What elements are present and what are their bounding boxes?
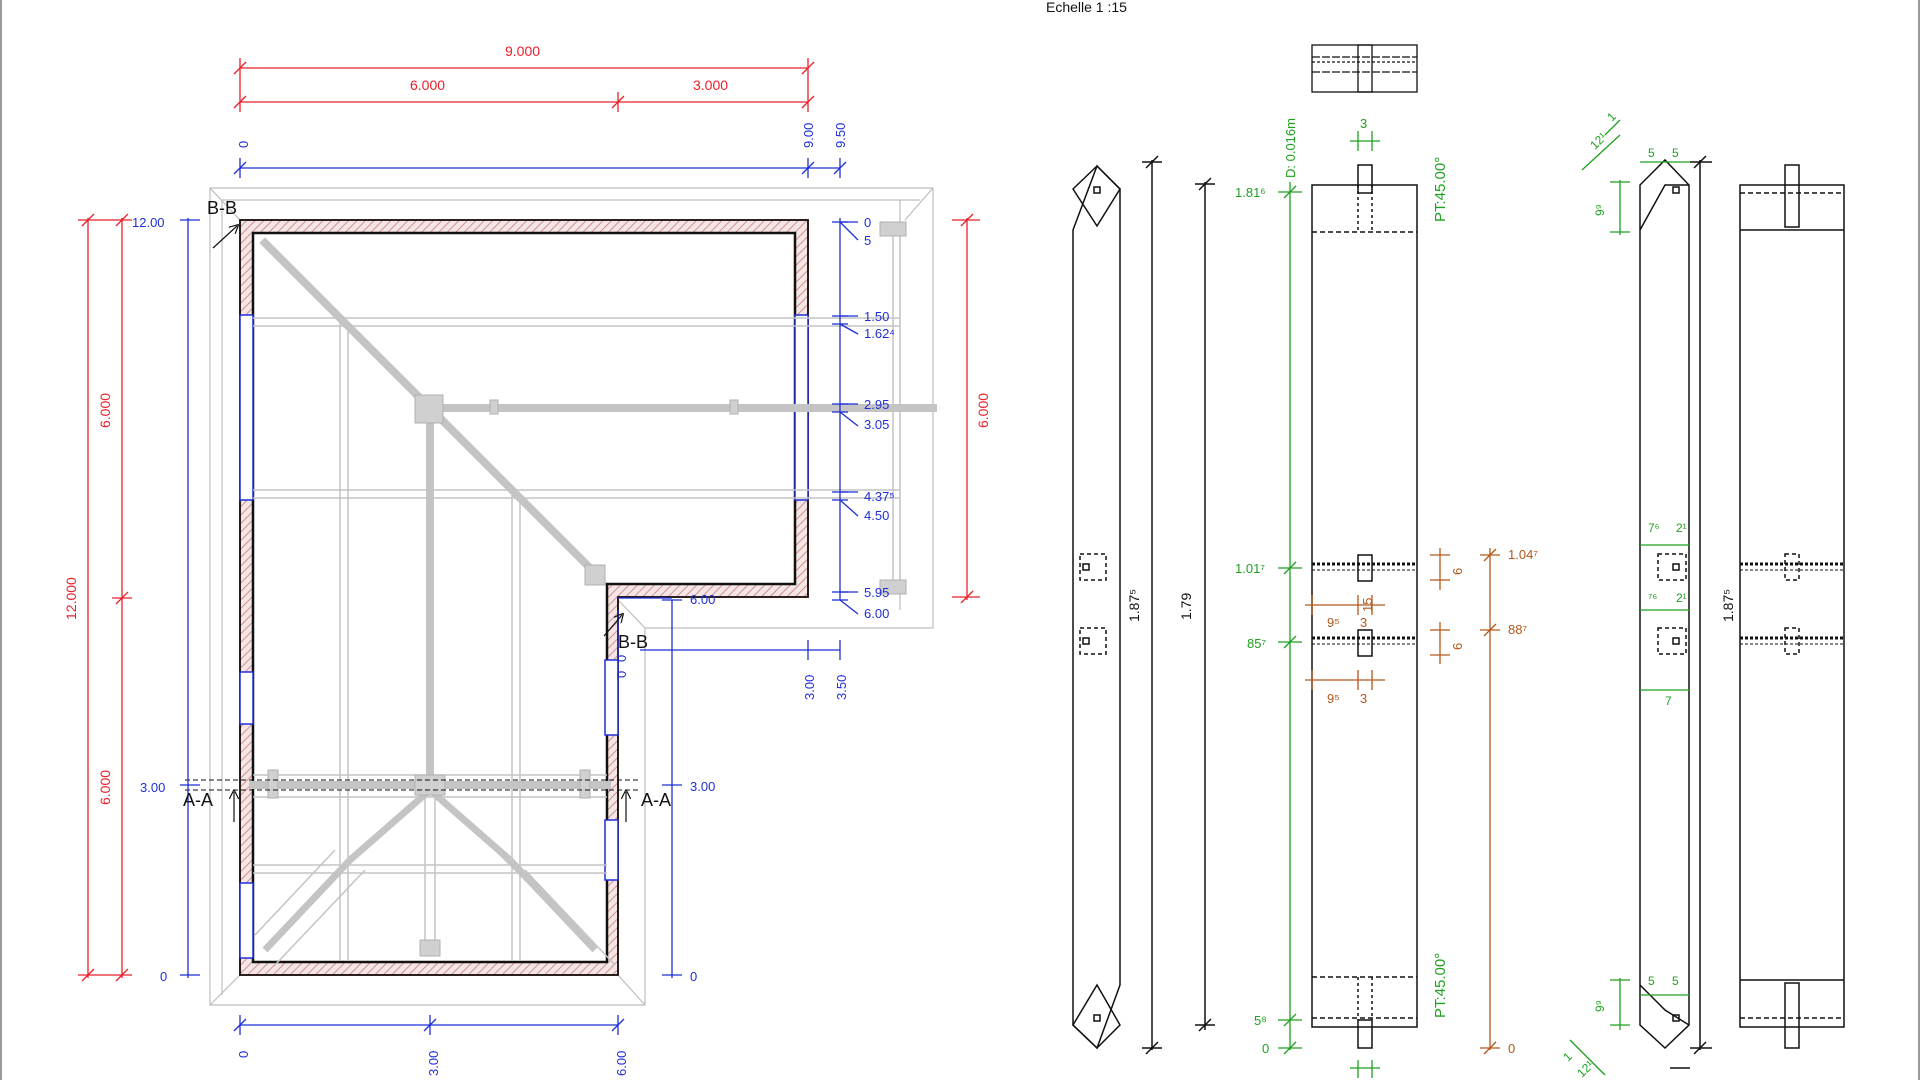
post-b-brown-side-2: 6 (1450, 643, 1465, 650)
post-c-bottom-4: 1 (1560, 1049, 1575, 1064)
plan-red-dimensions (78, 58, 980, 982)
post-b-brown-bottom-5: 15 (1360, 598, 1375, 612)
section-label-aa-left[interactable]: A-A (183, 790, 213, 810)
dim-height-upper: 6.000 (97, 393, 113, 428)
post-c-bottom-2: 5 (1648, 974, 1655, 988)
plan-blue-dimensions (180, 158, 859, 1035)
section-arrow-bb-elbow (603, 615, 622, 637)
right-tick-305: 3.05 (864, 417, 889, 432)
right-tick-295: 2.95 (864, 397, 889, 412)
detail-post-d[interactable] (1739, 164, 1845, 1049)
post-c-mid-2: 2¹ (1676, 521, 1687, 535)
post-c-mid-4: 2¹ (1676, 591, 1687, 605)
post-c-green-dims (1569, 119, 1690, 1076)
post-c-bottom-5: 12¹ (1574, 1058, 1596, 1080)
scale-label: Echelle 1 :15 (1046, 0, 1127, 15)
post-c-bottom-3: 5 (1672, 974, 1679, 988)
elbow-tick-a: 0 (614, 655, 629, 662)
plan-roof-framing (249, 221, 937, 966)
dim-width-part-b: 3.000 (693, 77, 728, 93)
dim-width-part-a: 6.000 (410, 77, 445, 93)
dim-right-height: 6.000 (975, 393, 991, 428)
post-c-top-3: 5 (1648, 146, 1655, 160)
tick-top-0: 0 (236, 141, 251, 148)
post-b-level-2: 1.01⁷ (1235, 561, 1265, 576)
post-b-angle-bottom: PT:45.00° (1432, 953, 1449, 1018)
post-c-top-5: 9⁹ (1593, 204, 1607, 216)
post-c-mid-3: ⁷⁶ (1648, 591, 1657, 605)
elbow-bottom-level: 0 (690, 969, 697, 984)
section-label-bb-elbow[interactable]: B-B (618, 632, 648, 652)
post-b-brown-bottom-2: 3 (1360, 615, 1367, 630)
post-a-height: 1.87⁵ (1126, 589, 1142, 622)
post-a-height-2: 1.79 (1178, 593, 1194, 620)
dim-overall-width: 9.000 (505, 43, 540, 59)
detail-post-a[interactable]: 1.87⁵ 1.79 (1072, 155, 1215, 1055)
section-label-bb-top[interactable]: B-B (207, 198, 237, 218)
post-b-brown-level-1: 1.04⁷ (1508, 547, 1538, 562)
elbow-level: 6.00 (690, 592, 715, 607)
right-tick-450: 4.50 (864, 508, 889, 523)
tick-top-950: 9.50 (833, 123, 848, 148)
post-b-brown-dims (1305, 548, 1500, 1055)
dim-height-lower: 6.000 (97, 770, 113, 805)
post-c-height: 1.87⁵ (1720, 589, 1736, 622)
left-level-top: 12.00 (132, 215, 165, 230)
post-b-level-3: 85⁷ (1247, 636, 1266, 651)
section-markers[interactable]: B-B B-B A-A A-A (183, 198, 671, 822)
left-level-bottom: 0 (160, 969, 167, 984)
right-tick-0: 0 (864, 215, 871, 230)
post-b-top-width: 3 (1360, 116, 1367, 131)
dim-overall-height: 12.000 (63, 577, 79, 620)
bottom-tick-600: 6.00 (614, 1051, 629, 1076)
post-b-level-4: 5⁸ (1254, 1013, 1267, 1028)
right-tick-150: 1.50 (864, 309, 889, 324)
post-b-brown-bottom-4: 3 (1360, 691, 1367, 706)
right-tick-600: 6.00 (864, 606, 889, 621)
post-b-brown-level-2: 88⁷ (1508, 622, 1527, 637)
post-b-level-1: 1.81⁶ (1235, 185, 1266, 200)
section-line-aa (185, 779, 640, 791)
post-b-green-dims (1278, 131, 1380, 1078)
right-tick-162: 1.62⁴ (864, 326, 895, 341)
post-c-top-2: 1 (1604, 109, 1619, 124)
bottom-tick-0: 0 (236, 1051, 251, 1058)
post-b-brown-bottom-3: 9⁵ (1327, 691, 1340, 706)
right-tick-595: 5.95 (864, 585, 889, 600)
post-b-level-5: 0 (1262, 1041, 1269, 1056)
detail-post-c[interactable]: 12¹ 1 5 5 9⁹ 7⁶ 2¹ ⁷⁶ 2¹ 7 9⁹ 5 5 1 12¹ … (1560, 109, 1736, 1080)
post-b-brown-level-3: 0 (1508, 1041, 1515, 1056)
post-c-mid-5: 7 (1665, 694, 1672, 708)
right-tick-4375: 4.37⁵ (864, 489, 895, 504)
section-arrow-bb-top (212, 226, 237, 249)
right-tick-5: 5 (864, 233, 871, 248)
post-b-brown-bottom-1: 9⁵ (1327, 615, 1340, 630)
post-c-mid-1: 7⁶ (1648, 521, 1660, 535)
step-tick-350: 3.50 (834, 675, 849, 700)
post-b-angle-top: PT:45.00° (1432, 157, 1449, 222)
post-c-bottom-1: 9⁹ (1593, 1000, 1607, 1012)
section-label-aa-right[interactable]: A-A (641, 790, 671, 810)
elbow-mid-level: 3.00 (690, 779, 715, 794)
detail-post-b[interactable]: D: 0.016m PT:45.00° PT:45.00° 3 1.81⁶ 1.… (1235, 44, 1538, 1078)
left-level-mid: 3.00 (140, 780, 165, 795)
plan-walls (239, 219, 809, 976)
post-b-diameter: D: 0.016m (1283, 118, 1298, 178)
post-b-top-view (1311, 44, 1418, 93)
elbow-tick-b: 0 (614, 671, 629, 678)
tick-top-900: 9.00 (801, 123, 816, 148)
step-tick-300: 3.00 (802, 675, 817, 700)
post-c-top-4: 5 (1672, 146, 1679, 160)
plan-view[interactable]: 9.000 6.000 3.000 12.000 6.000 6.000 6.0… (63, 43, 991, 1076)
post-b-brown-side-1: 6 (1450, 568, 1465, 575)
bottom-tick-300: 3.00 (426, 1051, 441, 1076)
